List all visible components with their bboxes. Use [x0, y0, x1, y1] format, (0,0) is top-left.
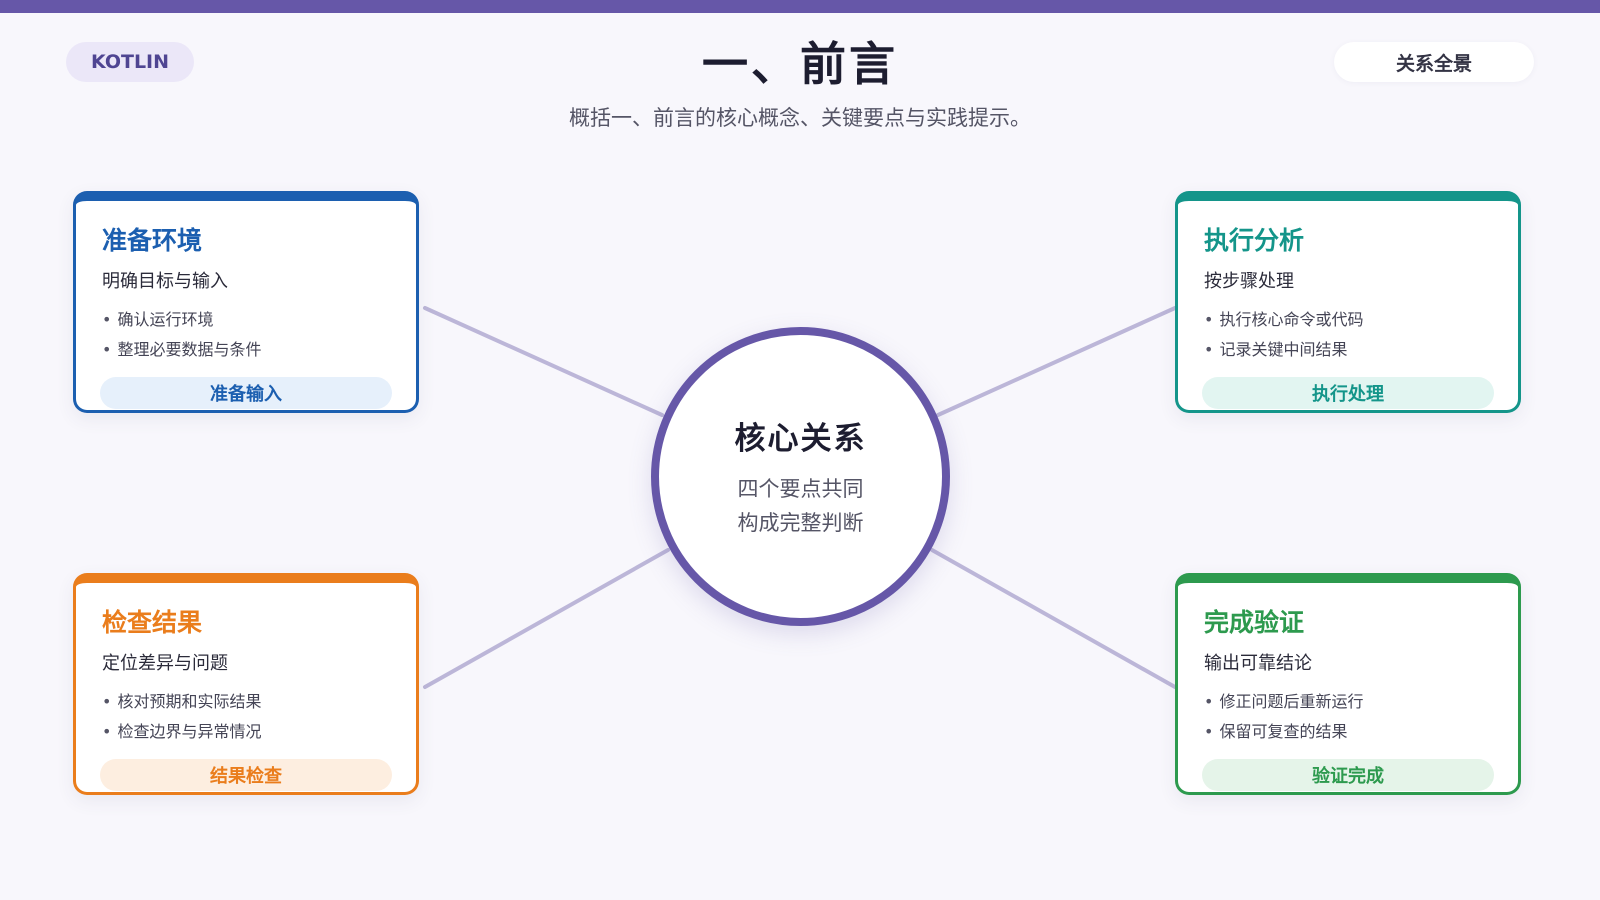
card-prepare-environment: 准备环境 明确目标与输入 确认运行环境 整理必要数据与条件 准备输入	[73, 191, 419, 413]
card-title: 准备环境	[102, 226, 203, 255]
card-check-results: 检查结果 定位差异与问题 核对预期和实际结果 检查边界与异常情况 结果检查	[73, 573, 419, 795]
card-point: 记录关键中间结果	[1204, 335, 1363, 365]
card-point: 执行核心命令或代码	[1204, 305, 1363, 335]
card-title: 完成验证	[1204, 608, 1305, 637]
page-subtitle: 概括一、前言的核心概念、关键要点与实践提示。	[569, 106, 1031, 130]
card-point-list: 核对预期和实际结果 检查边界与异常情况	[102, 687, 261, 747]
card-point: 检查边界与异常情况	[102, 717, 261, 747]
card-point-list: 执行核心命令或代码 记录关键中间结果	[1204, 305, 1363, 365]
card-point: 修正问题后重新运行	[1204, 687, 1363, 717]
connector-bottom-left	[423, 548, 670, 689]
core-description-line-1: 四个要点共同	[737, 477, 864, 501]
card-point: 整理必要数据与条件	[102, 335, 261, 365]
card-point: 确认运行环境	[102, 305, 261, 335]
verify-complete-button[interactable]: 验证完成	[1202, 759, 1494, 791]
card-complete-verification: 完成验证 输出可靠结论 修正问题后重新运行 保留可复查的结果 验证完成	[1175, 573, 1521, 795]
result-check-button[interactable]: 结果检查	[100, 759, 392, 791]
card-point-list: 修正问题后重新运行 保留可复查的结果	[1204, 687, 1363, 747]
overview-button[interactable]: 关系全景	[1334, 42, 1534, 82]
execute-process-button[interactable]: 执行处理	[1202, 377, 1494, 409]
card-point: 保留可复查的结果	[1204, 717, 1363, 747]
connector-top-right	[936, 306, 1177, 417]
card-title: 执行分析	[1204, 226, 1305, 255]
card-execute-analysis: 执行分析 按步骤处理 执行核心命令或代码 记录关键中间结果 执行处理	[1175, 191, 1521, 413]
card-point: 核对预期和实际结果	[102, 687, 261, 717]
core-relationship-circle: 核心关系 四个要点共同 构成完整判断	[651, 327, 950, 626]
language-tag: KOTLIN	[66, 42, 194, 82]
card-title: 检查结果	[102, 608, 203, 637]
connector-top-left	[423, 306, 664, 417]
card-subtitle: 输出可靠结论	[1204, 653, 1312, 674]
card-subtitle: 定位差异与问题	[102, 653, 228, 674]
connector-bottom-right	[930, 548, 1177, 689]
page-title: 一、前言	[702, 37, 898, 91]
prepare-input-button[interactable]: 准备输入	[100, 377, 392, 409]
card-subtitle: 按步骤处理	[1204, 271, 1294, 292]
top-accent-bar	[0, 0, 1600, 13]
card-point-list: 确认运行环境 整理必要数据与条件	[102, 305, 261, 365]
core-title: 核心关系	[734, 421, 867, 457]
core-description: 四个要点共同 构成完整判断	[721, 472, 881, 540]
core-description-line-2: 构成完整判断	[737, 511, 864, 535]
card-subtitle: 明确目标与输入	[102, 271, 228, 292]
